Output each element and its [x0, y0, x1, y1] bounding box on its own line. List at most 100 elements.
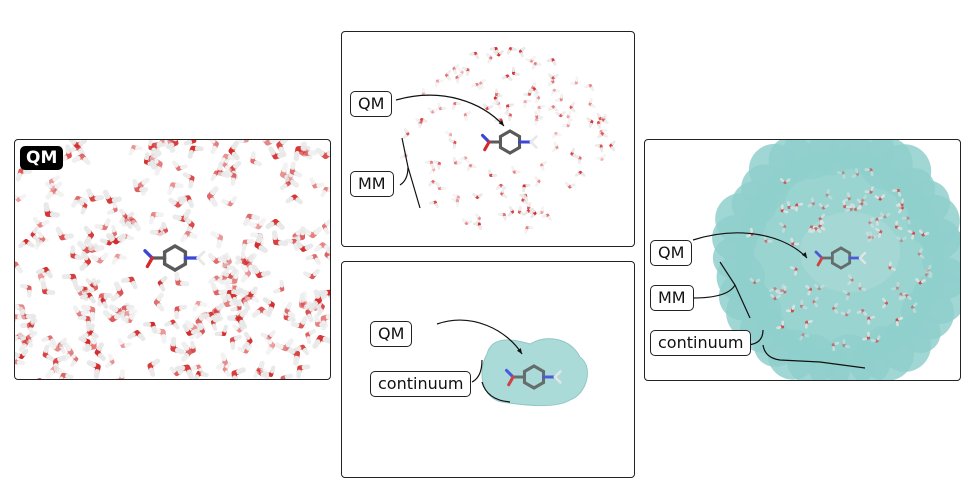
- water-molecule: [219, 153, 237, 166]
- water-molecule: [235, 140, 249, 144]
- water-molecule: [183, 140, 197, 146]
- water-molecule: [546, 58, 557, 66]
- water-molecule: [858, 282, 867, 292]
- water-molecule: [102, 309, 124, 323]
- water-molecule: [524, 226, 534, 234]
- water-molecule: [142, 321, 158, 334]
- water-molecule: [925, 268, 933, 279]
- solute-molecule: [143, 244, 206, 272]
- water-molecule: [448, 139, 457, 149]
- water-molecule: [317, 289, 330, 301]
- solute-molecule: [814, 246, 867, 270]
- water-molecule: [523, 99, 532, 109]
- water-molecule: [265, 218, 285, 230]
- water-molecule: [512, 66, 520, 76]
- water-molecule: [566, 110, 574, 122]
- water-molecule: [856, 309, 868, 316]
- water-molecule: [68, 140, 87, 149]
- water-molecule: [237, 343, 253, 354]
- water-molecule: [506, 103, 514, 113]
- water-molecule: [868, 217, 875, 228]
- water-molecule: [41, 335, 57, 346]
- water-molecule: [452, 193, 460, 204]
- water-molecule: [302, 226, 322, 239]
- water-molecule: [768, 287, 780, 295]
- water-molecule: [165, 140, 179, 149]
- water-molecule: [187, 145, 204, 159]
- water-molecule: [425, 160, 435, 169]
- qm-arrow: [395, 94, 505, 127]
- water-molecule: [180, 341, 193, 362]
- qm-label: QM: [370, 321, 413, 347]
- water-molecule: [210, 282, 228, 296]
- water-molecule: [90, 252, 109, 264]
- water-molecule: [182, 323, 200, 336]
- water-molecule: [207, 253, 227, 264]
- water-molecule: [779, 222, 787, 233]
- water-molecule: [251, 306, 272, 318]
- water-molecule: [260, 330, 276, 340]
- water-molecule: [428, 180, 439, 187]
- qm-arrow: [436, 319, 523, 355]
- water-molecule: [110, 281, 124, 302]
- water-molecule: [493, 50, 504, 57]
- qm-label: QM: [350, 91, 393, 117]
- water-molecule: [243, 213, 260, 227]
- water-molecule: [81, 304, 96, 322]
- water-molecule: [485, 53, 493, 64]
- panel-full-qm: QM: [14, 139, 331, 380]
- water-molecule: [43, 202, 60, 218]
- water-molecule: [842, 200, 852, 209]
- water-molecule: [778, 285, 787, 295]
- water-molecule: [192, 300, 208, 312]
- water-molecule: [106, 233, 127, 245]
- water-molecule: [143, 152, 156, 168]
- water-molecule: [183, 216, 195, 235]
- water-molecule: [216, 352, 228, 370]
- water-molecule: [594, 144, 604, 153]
- water-molecule: [770, 293, 781, 301]
- water-molecule: [891, 281, 900, 291]
- water-molecule: [501, 74, 513, 81]
- water-molecule: [461, 218, 473, 225]
- water-molecule: [840, 309, 851, 317]
- water-molecule: [41, 281, 56, 295]
- water-molecule: [495, 88, 503, 98]
- water-molecule: [264, 336, 276, 355]
- water-molecule: [843, 192, 851, 203]
- water-molecule: [170, 336, 185, 355]
- water-molecule: [79, 251, 91, 271]
- water-molecule: [201, 311, 218, 323]
- water-molecule: [879, 212, 891, 219]
- water-molecule: [523, 209, 535, 216]
- water-molecule: [586, 117, 594, 128]
- water-molecule: [472, 222, 482, 231]
- water-molecule: [230, 334, 242, 350]
- mm-label: MM: [650, 285, 694, 311]
- water-molecule: [609, 140, 616, 152]
- water-molecule: [242, 294, 260, 304]
- water-molecule: [80, 323, 92, 340]
- mm-bracket: [399, 137, 421, 209]
- water-molecule: [26, 318, 38, 335]
- water-molecule: [320, 313, 330, 331]
- water-molecule: [124, 309, 138, 325]
- water-molecule: [261, 140, 280, 146]
- water-molecule: [530, 207, 537, 219]
- water-molecule: [25, 330, 38, 348]
- water-molecule: [15, 193, 27, 202]
- water-molecule: [221, 195, 238, 207]
- water-molecule: [180, 230, 198, 243]
- water-molecule: [42, 344, 55, 362]
- water-molecule: [17, 331, 30, 353]
- water-molecule: [58, 372, 74, 379]
- water-molecule: [111, 253, 127, 265]
- water-molecule: [123, 211, 135, 230]
- water-molecule: [273, 279, 285, 294]
- water-molecule: [547, 73, 559, 80]
- water-molecule: [241, 239, 255, 252]
- water-molecule: [107, 200, 118, 215]
- water-molecule: [588, 98, 596, 109]
- water-molecule: [421, 87, 430, 97]
- water-molecule: [309, 289, 322, 309]
